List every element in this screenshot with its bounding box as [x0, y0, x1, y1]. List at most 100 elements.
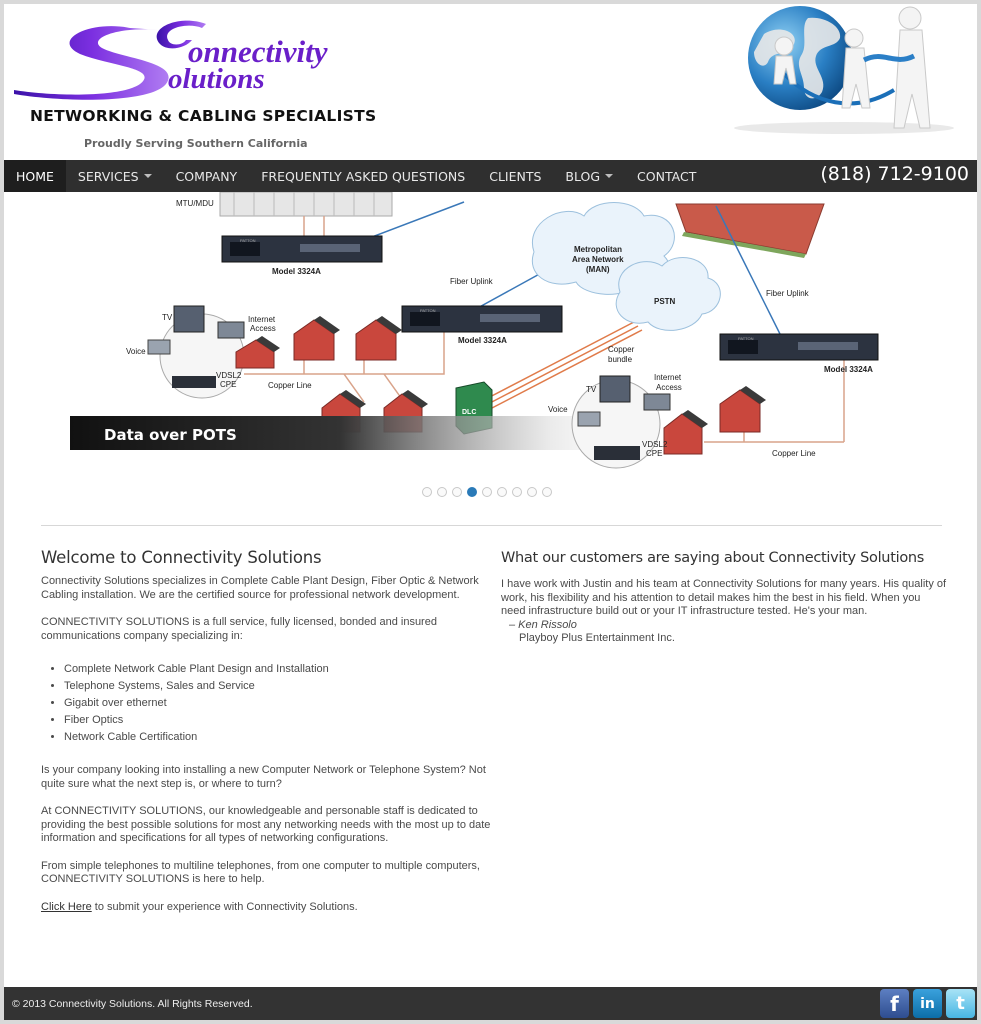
testimonial-quote: I have work with Justin and his team at …	[501, 578, 947, 617]
chevron-down-icon	[605, 174, 614, 178]
facebook-icon[interactable]: f	[880, 989, 909, 1018]
page: onnectivity olutions NETWORKING & CABLIN…	[4, 4, 977, 1020]
facebook-glyph: f	[890, 991, 899, 1016]
nav-clients[interactable]: CLIENTS	[477, 160, 553, 192]
phone-number[interactable]: (818) 712-9100	[820, 163, 969, 185]
pstn-label: PSTN	[654, 297, 676, 306]
welcome-paragraph-2: CONNECTIVITY SOLUTIONS is a full service…	[41, 616, 437, 642]
copper-line-label-1: Copper Line	[268, 381, 312, 390]
copper-line-label-2: Copper Line	[772, 449, 816, 458]
network-diagram: MTU/MDU	[70, 192, 879, 469]
cta-text: to submit your experience with Connectiv…	[91, 900, 358, 913]
main-nav: HOME SERVICES COMPANY FREQUENTLY ASKED Q…	[4, 160, 977, 192]
tagline: NETWORKING & CABLING SPECIALISTS	[30, 107, 377, 125]
testimonial-title: What our customers are saying about Conn…	[501, 550, 925, 566]
mtu-label: MTU/MDU	[176, 199, 214, 208]
slider-dot-active[interactable]	[467, 487, 477, 497]
welcome-paragraph-5: From simple telephones to multiline tele…	[41, 859, 480, 886]
nav-faq-label: FREQUENTLY ASKED QUESTIONS	[261, 168, 466, 184]
vdsl-label-1a: VDSL2	[216, 371, 242, 380]
internet-label-1b: Access	[250, 324, 276, 333]
fiber-uplink-label-1: Fiber Uplink	[450, 277, 494, 286]
man-label-1: Metropolitan	[574, 245, 622, 254]
nav-blog-label: BLOG	[565, 168, 601, 184]
voice-label-2: Voice	[548, 405, 568, 414]
testimonial-company: Playboy Plus Entertainment Inc.	[519, 632, 675, 644]
slider-pagination	[422, 487, 552, 497]
welcome-paragraph-1: Connectivity Solutions specializes in Co…	[41, 575, 479, 601]
nav-home-label: HOME	[16, 168, 54, 184]
cta-paragraph: Click Here to submit your experience wit…	[41, 901, 501, 915]
nav-home[interactable]: HOME	[4, 160, 66, 192]
nav-contact[interactable]: CONTACT	[625, 160, 708, 192]
home-setup-2: TV Internet Access Voice VDSL2 CPE	[548, 373, 682, 469]
man-label-2: Area Network	[572, 255, 624, 264]
chevron-down-icon	[143, 174, 152, 178]
nav-company-label: COMPANY	[175, 168, 238, 184]
hero-slider[interactable]: MTU/MDU	[64, 192, 924, 472]
slider-dot[interactable]	[527, 487, 537, 497]
welcome-paragraph-4: At CONNECTIVITY SOLUTIONS, our knowledge…	[41, 805, 491, 844]
vdsl-label-2a: VDSL2	[642, 440, 668, 449]
slider-dot[interactable]	[437, 487, 447, 497]
nav-company[interactable]: COMPANY	[164, 160, 250, 192]
twitter-icon[interactable]: t	[946, 989, 975, 1018]
model-label-1: Model 3324A	[272, 267, 321, 276]
linkedin-icon[interactable]: in	[913, 989, 942, 1018]
globe-people-illustration	[734, 6, 954, 134]
nav-contact-label: CONTACT	[637, 168, 697, 184]
switch-3-brand: PATTON	[738, 336, 754, 341]
slider-dot[interactable]	[422, 487, 432, 497]
tv-label-1: TV	[162, 313, 173, 322]
list-item: Telephone Systems, Sales and Service	[64, 678, 501, 695]
list-item: Network Cable Certification	[64, 729, 501, 746]
mtu-building: MTU/MDU	[176, 192, 393, 217]
slider-dot[interactable]	[512, 487, 522, 497]
model-label-3: Model 3324A	[824, 365, 873, 374]
linkedin-glyph: in	[920, 995, 935, 1012]
copyright-text: © 2013 Connectivity Solutions. All Right…	[12, 998, 253, 1010]
slider-dot[interactable]	[452, 487, 462, 497]
copper-bundle-label-1: Copper	[608, 345, 635, 354]
switch-2: PATTON Model 3324A	[401, 305, 563, 345]
twitter-glyph: t	[956, 993, 965, 1014]
internet-label-2a: Internet	[654, 373, 682, 382]
switch-3: PATTON Model 3324A	[719, 333, 879, 374]
company-logo[interactable]: onnectivity olutions	[10, 10, 370, 102]
slide-caption: Data over POTS	[104, 426, 237, 444]
slider-dot[interactable]	[497, 487, 507, 497]
logo-text-1: onnectivity	[188, 34, 328, 69]
testimonial-section: What our customers are saying about Conn…	[501, 548, 947, 646]
testimonial-author: – Ken Rissolo	[509, 618, 577, 631]
nav-services[interactable]: SERVICES	[66, 160, 164, 192]
dlc-label: DLC	[462, 409, 476, 416]
site-footer: © 2013 Connectivity Solutions. All Right…	[4, 987, 977, 1020]
nav-blog[interactable]: BLOG	[553, 160, 625, 192]
man-label-3: (MAN)	[586, 265, 610, 274]
vdsl-label-2b: CPE	[646, 449, 662, 458]
nav-services-label: SERVICES	[77, 168, 139, 184]
nav-faq[interactable]: FREQUENTLY ASKED QUESTIONS	[249, 160, 477, 192]
list-item: Fiber Optics	[64, 712, 501, 729]
internet-label-2b: Access	[656, 383, 682, 392]
switch-1-brand: PATTON	[240, 238, 256, 243]
logo-text-2: olutions	[168, 63, 265, 95]
internet-label-1a: Internet	[248, 315, 276, 324]
switch-1: PATTON Model 3324A	[221, 235, 383, 276]
list-item: Gigabit over ethernet	[64, 695, 501, 712]
fiber-uplink-label-2: Fiber Uplink	[766, 289, 810, 298]
site-header: onnectivity olutions NETWORKING & CABLIN…	[4, 4, 977, 160]
list-item: Complete Network Cable Plant Design and …	[64, 661, 501, 678]
subtagline: Proudly Serving Southern California	[84, 137, 308, 150]
slider-dot[interactable]	[482, 487, 492, 497]
welcome-section: Welcome to Connectivity Solutions Connec…	[41, 548, 501, 928]
tv-label-2: TV	[586, 385, 597, 394]
vdsl-label-1b: CPE	[220, 380, 236, 389]
slider-dot[interactable]	[542, 487, 552, 497]
switch-2-brand: PATTON	[420, 308, 436, 313]
copper-bundle-label-2: bundle	[608, 355, 633, 364]
caption-bar	[70, 416, 670, 450]
content-divider	[41, 525, 942, 526]
services-list: Complete Network Cable Plant Design and …	[64, 661, 501, 746]
click-here-link[interactable]: Click Here	[41, 900, 92, 913]
